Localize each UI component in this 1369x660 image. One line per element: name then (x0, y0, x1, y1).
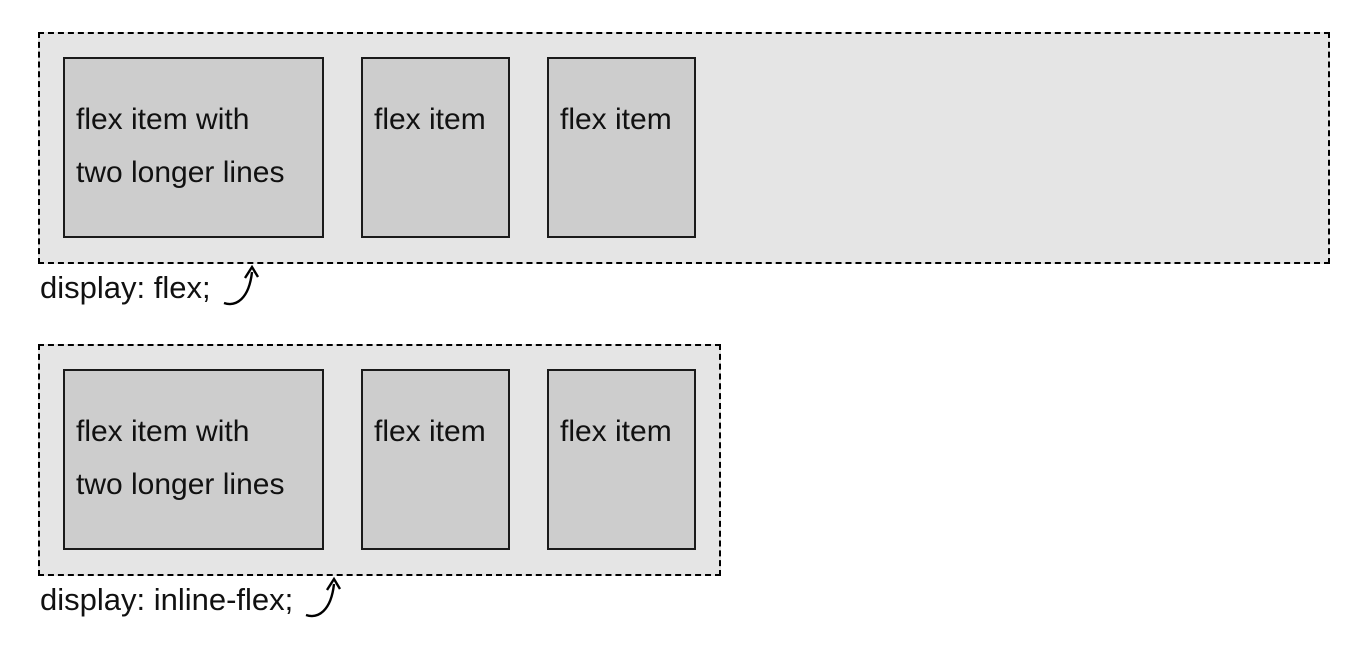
curved-up-arrow-icon (305, 576, 342, 618)
flex-item: flex item (361, 369, 510, 550)
inline-flex-label-row: display: inline-flex; (40, 576, 1369, 619)
curved-up-arrow-icon (223, 264, 259, 306)
flex-item: flex item (547, 57, 696, 238)
flex-container: flex item with two longer lines flex ite… (38, 32, 1330, 264)
inline-flex-label: display: inline-flex; (40, 582, 294, 617)
flex-item: flex item (361, 57, 510, 238)
flexbox-figure: flex item with two longer lines flex ite… (38, 32, 1369, 619)
flex-label-row: display: flex; (40, 264, 1369, 307)
flex-item: flex item with two longer lines (63, 369, 324, 550)
flex-item: flex item with two longer lines (63, 57, 324, 238)
flex-label: display: flex; (40, 270, 211, 305)
flex-item: flex item (547, 369, 696, 550)
inline-flex-container: flex item with two longer lines flex ite… (38, 344, 721, 576)
vertical-spacer (38, 307, 1369, 344)
